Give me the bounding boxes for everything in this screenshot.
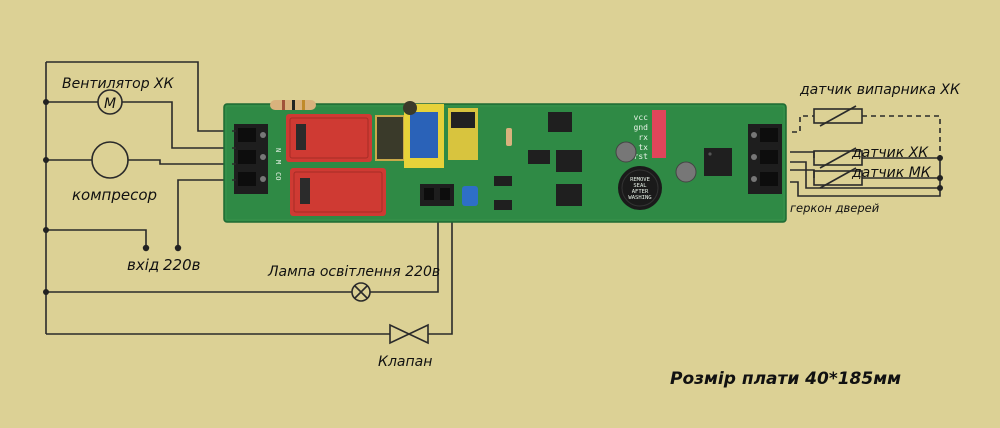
evap-sensor-symbol [813,105,863,127]
lamp-label: Лампа освітлення 220в [267,264,440,280]
blue-capacitor [462,186,478,206]
pin-rx: rx [638,133,648,142]
compressor-symbol [91,141,129,179]
compressor-label: компресор [72,186,157,204]
relay-top [286,114,372,162]
electrolytic-capacitors [615,141,697,183]
center-terminal-block [420,184,454,206]
evap-sensor-label: датчик випарника ХК [799,82,961,98]
left-terminal-block [234,124,268,194]
svg-text:AFTER: AFTER [632,189,649,195]
board-size-label: Розмір плати 40*185мм [670,369,901,389]
terminal-mark-m: M [274,160,282,164]
pin-vcc: vcc [634,113,649,122]
transistor-a [494,176,512,186]
power-resistor [270,100,316,110]
ic-chips [528,112,582,206]
pcb-board: N M CO [223,100,787,223]
door-reed-label: геркон дверей [790,201,880,215]
sensor-xk-symbol [813,147,863,169]
lamp-symbol [351,282,371,302]
transistor-b [494,200,512,210]
right-terminal-block [748,124,782,194]
svg-text:WASHING: WASHING [628,195,651,201]
fan-motor-symbol: M [97,89,123,115]
sensor-xk-label: датчик ХК [851,145,929,161]
pin-tx: tx [638,143,648,152]
sensor-mk-symbol [813,167,863,189]
pin-labels: vcc gnd rx tx rst [634,113,649,161]
pin-rst: rst [634,152,649,161]
input-voltage-label: 220в [163,256,201,274]
sensor-mk-label: датчик МК [851,165,932,181]
svg-text:REMOVE: REMOVE [630,177,650,183]
relay-bottom [290,168,386,216]
terminal-mark-n: N [274,148,282,152]
pin-gnd: gnd [634,123,649,132]
valve-symbol [389,323,429,345]
fan-symbol-label: M [104,96,116,112]
small-resistor [506,128,512,146]
fan-label: Вентилятор ХК [62,76,175,92]
svg-text:SEAL: SEAL [633,183,647,189]
terminal-mark-co: CO [274,172,282,180]
buzzer-text: REMOVE SEAL AFTER WASHING [628,177,651,201]
psu-module [375,101,478,168]
pin-header [652,110,666,158]
microcontroller [704,148,732,176]
left-wiring [43,61,453,335]
input-label: вхід [127,256,159,274]
buzzer [618,166,662,210]
valve-label: Клапан [378,354,432,370]
